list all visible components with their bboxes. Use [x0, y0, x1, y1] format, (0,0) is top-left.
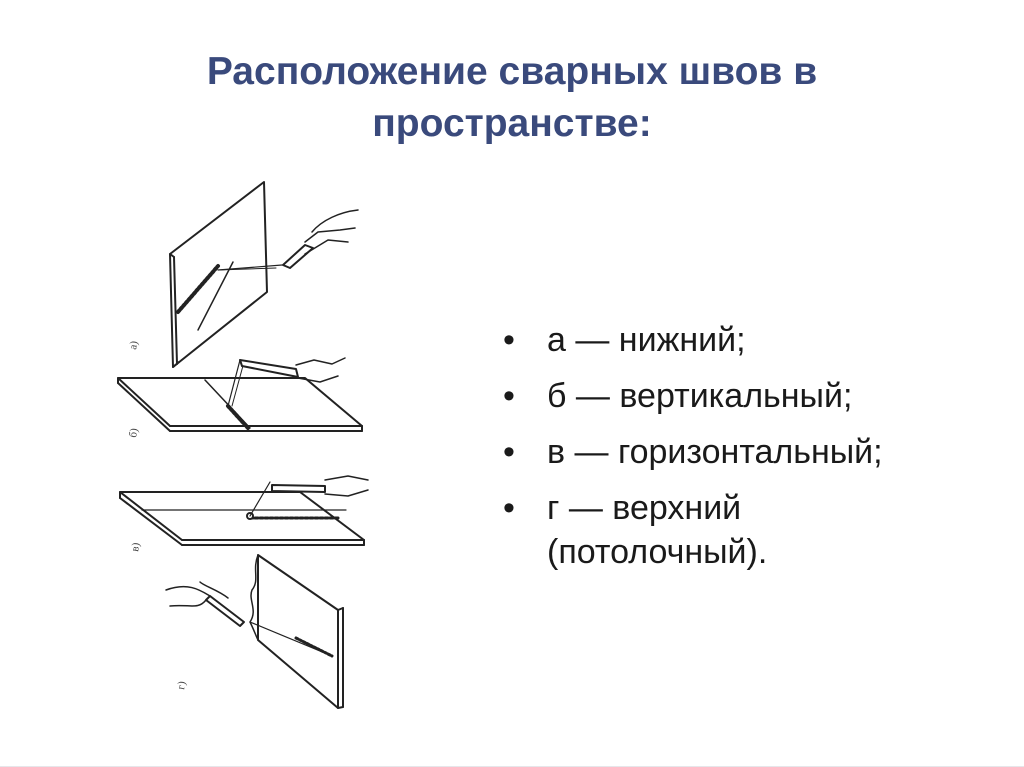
slide-title-line-2: пространстве:	[372, 102, 652, 145]
welding-positions-list: • а — нижний; • б — вертикальный; • в — …	[503, 318, 1003, 586]
slide-title: Расположение сварных швов в пространстве…	[0, 46, 1024, 150]
horizontal-plate-drawing: в)	[119, 475, 369, 553]
svg-text:в): в)	[129, 541, 142, 552]
list-item-v: • в — горизонтальный;	[503, 430, 1003, 474]
list-item-text: в — горизонтальный;	[547, 433, 883, 471]
svg-text:б): б)	[127, 427, 140, 439]
slide-title-line-1: Расположение сварных швов в	[206, 50, 818, 93]
list-item-text: б — вертикальный;	[547, 377, 853, 415]
list-item-text: г — верхний	[547, 489, 742, 527]
svg-text:г): г)	[175, 680, 188, 690]
bullet-dot: •	[503, 377, 515, 415]
flat-plate-drawing: б)	[117, 357, 363, 439]
svg-text:а): а)	[127, 340, 140, 351]
inclined-plate-drawing: а)	[127, 181, 359, 368]
bullet-dot: •	[503, 489, 515, 527]
list-item-text-continued: (потолочный).	[547, 533, 768, 571]
list-item-g: • г — верхний (потолочный).	[503, 486, 1003, 574]
list-item-b: • б — вертикальный;	[503, 374, 1003, 418]
bullet-dot: •	[503, 321, 515, 359]
overhead-plate-drawing: г)	[165, 554, 344, 709]
bullet-dot: •	[503, 433, 515, 471]
list-item-text: а — нижний;	[547, 321, 746, 359]
list-item-a: • а — нижний;	[503, 318, 1003, 362]
welding-positions-illustration: а) б)	[100, 170, 400, 740]
